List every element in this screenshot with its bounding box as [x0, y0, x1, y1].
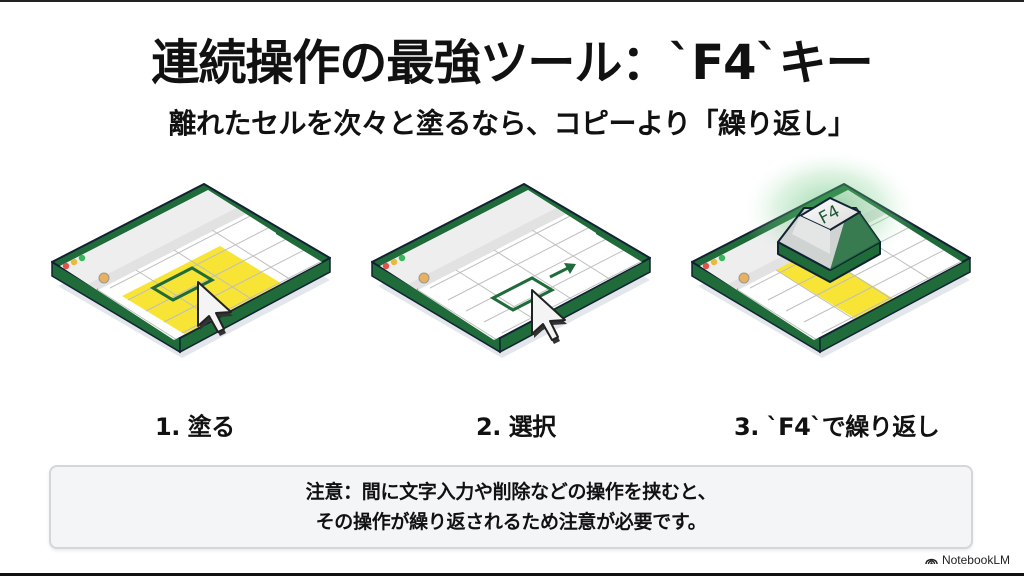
slide-top-border: [0, 0, 1024, 2]
notebooklm-logo-icon: [925, 558, 938, 565]
spreadsheet-fill-illustration: [51, 183, 331, 358]
caution-note-box: 注意：間に文字入力や削除などの操作を挟むと、 その操作が繰り返されるため注意が必…: [49, 465, 973, 549]
step-2-label: 2. 選択: [476, 413, 556, 441]
step-3-illustration: F4: [680, 150, 980, 390]
note-line-2: その操作が繰り返されるため注意が必要です。: [315, 511, 707, 533]
note-line-1: 注意：間に文字入力や削除などの操作を挟むと、: [305, 481, 717, 503]
notebooklm-watermark: NotebookLM: [925, 553, 1010, 567]
step-1-illustration: [40, 170, 340, 390]
arrow-right-icon: [549, 263, 576, 279]
mouse-cursor-icon: [531, 289, 567, 344]
step-3-label: 3. `F4`で繰り返し: [734, 413, 940, 441]
selected-cell: [149, 266, 216, 302]
step-2-illustration: [360, 170, 660, 390]
selected-cell: [489, 276, 556, 312]
spreadsheet-f4-illustration: F4: [691, 150, 971, 358]
slide-subtitle: 離れたセルを次々と塗るなら、コピーより「繰り返し」: [168, 107, 856, 140]
slide-bottom-border: [0, 573, 1024, 576]
f4-key-icon: F4: [777, 197, 881, 283]
spreadsheet-select-illustration: [371, 183, 651, 358]
brand-name: NotebookLM: [941, 553, 1010, 567]
step-1-label: 1. 塗る: [155, 413, 235, 441]
slide-title: 連続操作の最強ツール：`F4`キー: [151, 35, 873, 91]
mouse-cursor-icon: [197, 281, 233, 336]
